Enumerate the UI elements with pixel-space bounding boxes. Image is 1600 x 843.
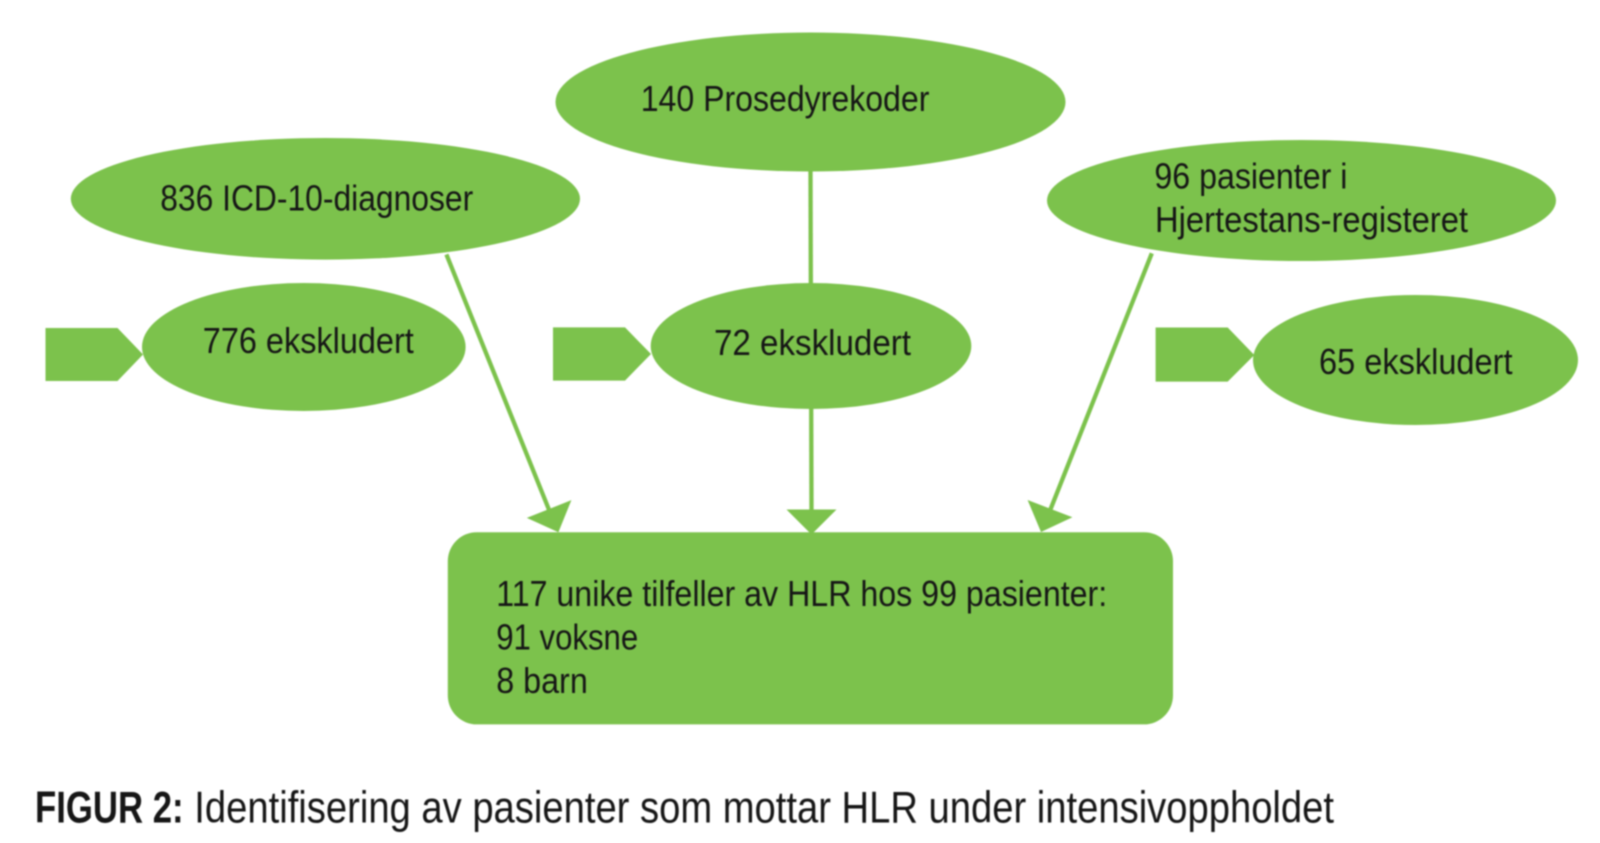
svg-text:72 ekskludert: 72 ekskludert	[714, 322, 911, 363]
svg-text:836 ICD-10-diagnoser: 836 ICD-10-diagnoser	[160, 178, 473, 219]
svg-text:776 ekskludert: 776 ekskludert	[203, 320, 414, 361]
svg-text:117 unike tilfeller av HLR hos: 117 unike tilfeller av HLR hos 99 pasien…	[496, 573, 1107, 614]
svg-text:91 voksne: 91 voksne	[496, 616, 638, 657]
svg-text:8 barn: 8 barn	[496, 660, 588, 701]
svg-text:Hjertestans-registeret: Hjertestans-registeret	[1155, 199, 1468, 240]
svg-text:140 Prosedyrekoder: 140 Prosedyrekoder	[641, 78, 930, 119]
svg-text:FIGUR 2:Identifisering av pasi: FIGUR 2:Identifisering av pasienter som …	[35, 784, 1334, 833]
svg-text:65 ekskludert: 65 ekskludert	[1319, 341, 1513, 382]
svg-text:96 pasienter i: 96 pasienter i	[1154, 155, 1347, 196]
